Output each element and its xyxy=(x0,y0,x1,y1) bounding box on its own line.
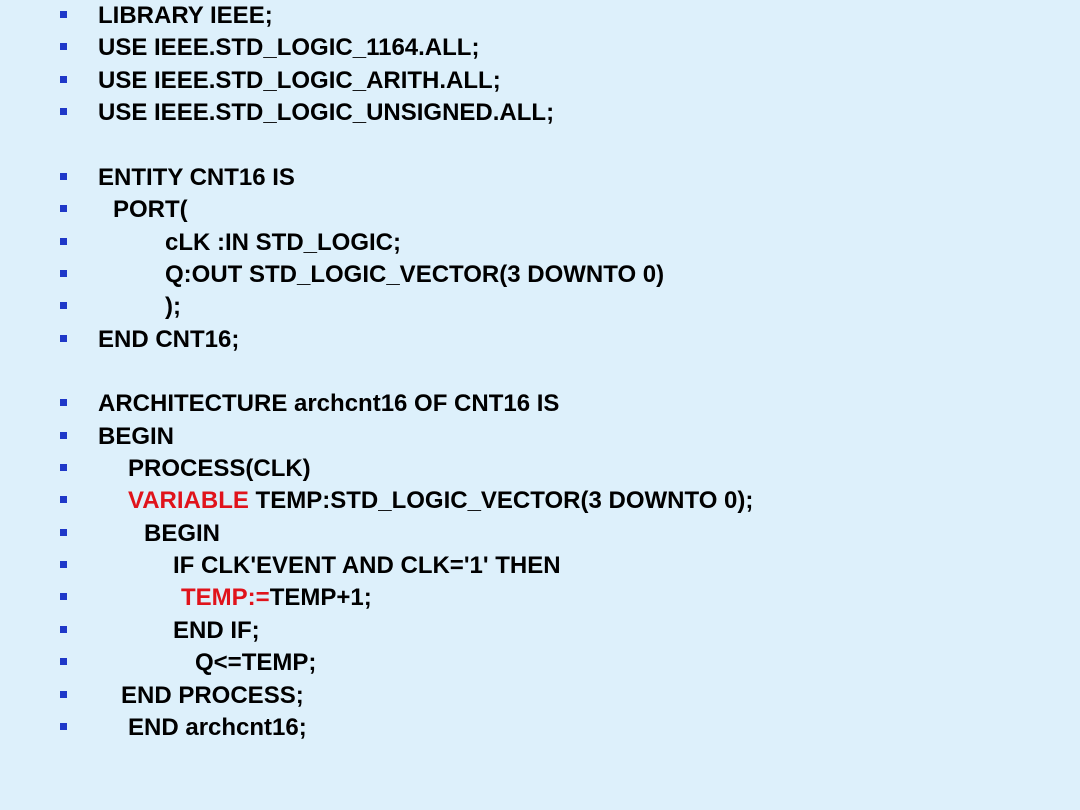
square-bullet-icon xyxy=(60,496,67,503)
code-text: BEGIN xyxy=(98,421,174,453)
code-line: TEMP:=TEMP+1; xyxy=(0,582,1080,614)
code-line: END PROCESS; xyxy=(0,680,1080,712)
square-bullet-icon xyxy=(60,238,67,245)
square-bullet-icon xyxy=(60,593,67,600)
square-bullet-icon xyxy=(60,270,67,277)
code-token: LIBRARY IEEE; xyxy=(98,2,273,29)
code-line: ENTITY CNT16 IS xyxy=(0,162,1080,194)
code-token: TEMP+1; xyxy=(269,584,372,611)
square-bullet-icon xyxy=(60,464,67,471)
code-line: Q:OUT STD_LOGIC_VECTOR(3 DOWNTO 0) xyxy=(0,259,1080,291)
code-token: END CNT16; xyxy=(98,326,240,353)
code-line: ); xyxy=(0,291,1080,323)
square-bullet-icon xyxy=(60,432,67,439)
code-token: ); xyxy=(165,293,181,320)
highlighted-code-token: VARIABLE xyxy=(128,487,249,514)
square-bullet-icon xyxy=(60,76,67,83)
code-line: END IF; xyxy=(0,615,1080,647)
code-text: PORT( xyxy=(113,194,188,226)
code-text: ); xyxy=(165,291,181,323)
code-line: END archcnt16; xyxy=(0,712,1080,744)
code-token: END PROCESS; xyxy=(121,682,304,709)
code-text: BEGIN xyxy=(144,518,220,550)
code-text: cLK :IN STD_LOGIC; xyxy=(165,227,401,259)
code-token: TEMP:STD_LOGIC_VECTOR(3 DOWNTO 0); xyxy=(248,487,754,514)
code-token: USE IEEE.STD_LOGIC_UNSIGNED.ALL; xyxy=(98,99,555,126)
code-line: PORT( xyxy=(0,194,1080,226)
code-token: ENTITY CNT16 IS xyxy=(98,164,295,191)
code-line: Q<=TEMP; xyxy=(0,647,1080,679)
square-bullet-icon xyxy=(60,335,67,342)
code-text: END PROCESS; xyxy=(121,680,304,712)
code-line: PROCESS(CLK) xyxy=(0,453,1080,485)
code-line: cLK :IN STD_LOGIC; xyxy=(0,227,1080,259)
code-token: ARCHITECTURE archcnt16 OF CNT16 IS xyxy=(98,390,560,417)
square-bullet-icon xyxy=(60,626,67,633)
code-text: PROCESS(CLK) xyxy=(128,453,311,485)
highlighted-code-token: TEMP:= xyxy=(181,584,270,611)
code-token: END archcnt16; xyxy=(128,714,307,741)
square-bullet-icon xyxy=(60,11,67,18)
code-text: LIBRARY IEEE; xyxy=(98,0,273,32)
code-text: VARIABLE TEMP:STD_LOGIC_VECTOR(3 DOWNTO … xyxy=(128,485,753,517)
square-bullet-icon xyxy=(60,529,67,536)
code-token: IF CLK'EVENT AND CLK='1' THEN xyxy=(173,552,561,579)
square-bullet-icon xyxy=(60,723,67,730)
code-token: Q:OUT STD_LOGIC_VECTOR(3 DOWNTO 0) xyxy=(165,261,665,288)
code-line: USE IEEE.STD_LOGIC_UNSIGNED.ALL; xyxy=(0,97,1080,129)
code-text: ENTITY CNT16 IS xyxy=(98,162,295,194)
code-line: USE IEEE.STD_LOGIC_ARITH.ALL; xyxy=(0,65,1080,97)
code-token: BEGIN xyxy=(98,423,175,450)
square-bullet-icon xyxy=(60,658,67,665)
code-line: ARCHITECTURE archcnt16 OF CNT16 IS xyxy=(0,388,1080,420)
square-bullet-icon xyxy=(60,205,67,212)
square-bullet-icon xyxy=(60,399,67,406)
square-bullet-icon xyxy=(60,561,67,568)
code-token: USE IEEE.STD_LOGIC_1164.ALL; xyxy=(98,34,480,61)
code-text: Q<=TEMP; xyxy=(195,647,316,679)
square-bullet-icon xyxy=(60,691,67,698)
code-text: ARCHITECTURE archcnt16 OF CNT16 IS xyxy=(98,388,559,420)
code-text: USE IEEE.STD_LOGIC_1164.ALL; xyxy=(98,32,479,64)
code-text: TEMP:=TEMP+1; xyxy=(181,582,372,614)
code-token: PORT( xyxy=(113,196,188,223)
square-bullet-icon xyxy=(60,302,67,309)
code-text: END CNT16; xyxy=(98,324,239,356)
code-text: END IF; xyxy=(173,615,260,647)
code-line: VARIABLE TEMP:STD_LOGIC_VECTOR(3 DOWNTO … xyxy=(0,485,1080,517)
code-token: BEGIN xyxy=(144,520,221,547)
square-bullet-icon xyxy=(60,173,67,180)
code-line: BEGIN xyxy=(0,421,1080,453)
code-line: USE IEEE.STD_LOGIC_1164.ALL; xyxy=(0,32,1080,64)
square-bullet-icon xyxy=(60,43,67,50)
code-line: END CNT16; xyxy=(0,324,1080,356)
code-line: LIBRARY IEEE; xyxy=(0,0,1080,32)
code-text: END archcnt16; xyxy=(128,712,307,744)
code-text: IF CLK'EVENT AND CLK='1' THEN xyxy=(173,550,561,582)
code-text: Q:OUT STD_LOGIC_VECTOR(3 DOWNTO 0) xyxy=(165,259,664,291)
code-token: PROCESS(CLK) xyxy=(128,455,311,482)
code-text: USE IEEE.STD_LOGIC_ARITH.ALL; xyxy=(98,65,501,97)
code-text: USE IEEE.STD_LOGIC_UNSIGNED.ALL; xyxy=(98,97,554,129)
code-line: IF CLK'EVENT AND CLK='1' THEN xyxy=(0,550,1080,582)
code-token: END IF; xyxy=(173,617,260,644)
code-line: BEGIN xyxy=(0,518,1080,550)
square-bullet-icon xyxy=(60,108,67,115)
code-token: USE IEEE.STD_LOGIC_ARITH.ALL; xyxy=(98,67,501,94)
code-token: Q<=TEMP; xyxy=(195,649,317,676)
code-token: cLK :IN STD_LOGIC; xyxy=(165,229,402,256)
